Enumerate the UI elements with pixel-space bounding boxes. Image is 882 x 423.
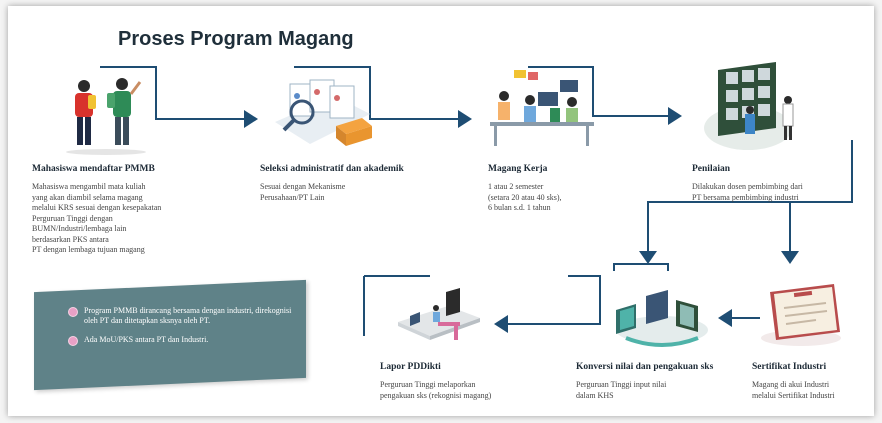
conversion-illustration (616, 290, 708, 347)
step-desc-lapor: Perguruan Tinggi melaporkan pengakuan sk… (380, 380, 555, 401)
documents-search-illustration (275, 79, 372, 146)
desc-line: Perusahaan/PT Lain (260, 192, 325, 202)
step-title-lapor: Lapor PDDikti (380, 362, 441, 372)
arrow-head-left-sertifikat (718, 309, 732, 327)
desc-line: BUMN/Industri/lembaga lain (32, 224, 127, 233)
flow-connectors (100, 66, 853, 336)
desc-line: yang akan diambil selama magang (32, 192, 143, 202)
desc-line: melalui Sertifikat Industri (752, 390, 835, 400)
connector-step4 (647, 140, 853, 251)
step-title-sertifikat: Sertifikat Industri (752, 362, 827, 372)
arrow-head-left-lapor (494, 315, 508, 333)
step-title-mendaftar: Mahasiswa mendaftar PMMB (32, 164, 155, 174)
step-desc-seleksi: Sesuai dengan Mekanisme Perusahaan/PT La… (260, 182, 435, 203)
step-title-magang-kerja: Magang Kerja (488, 164, 548, 174)
students-illustration (66, 78, 146, 155)
desc-line: Perguruan Tinggi dengan (32, 213, 113, 223)
note-text: Program PMMB dirancang bersama dengan in… (84, 306, 292, 325)
step-title-penilaian: Penilaian (692, 164, 731, 174)
note-item: Program PMMB dirancang bersama dengan in… (68, 306, 298, 326)
assessment-illustration (704, 62, 794, 150)
desc-line: (setara 20 atau 40 sks), (488, 192, 562, 202)
bullet-icon (68, 307, 78, 317)
desc-line: Magang di akui Industri (752, 380, 830, 389)
desc-line: Perguruan Tinggi melaporkan (380, 380, 476, 389)
step-desc-penilaian: Dilakukan dosen pembimbing dari PT bersa… (692, 182, 867, 203)
connector-konversi (508, 275, 601, 325)
diagram-frame: Proses Program Magang (8, 6, 874, 416)
note-item: Ada MoU/PKS antara PT dan Industri. (68, 335, 298, 346)
arrow-head-2 (458, 110, 472, 128)
reporting-illustration (398, 288, 480, 340)
arrow-head-3 (668, 107, 682, 125)
connector-step2 (294, 66, 458, 120)
arrow-head-down-right (781, 251, 799, 264)
desc-line: PT bersama pembimbing industri (692, 192, 799, 202)
desc-line: melalui KRS sesuai dengan kesepakatan (32, 203, 162, 212)
step-title-konversi: Konversi nilai dan pengakuan sks (576, 362, 714, 372)
desc-line: Perguruan Tinggi input nilai (576, 380, 667, 389)
page-title: Proses Program Magang (118, 28, 354, 50)
connector-step1 (100, 66, 244, 120)
certificate-illustration (761, 284, 841, 346)
step-desc-sertifikat: Magang di akui Industri melalui Sertifik… (752, 380, 868, 401)
desc-line: PT dengan lembaga tujuan magang (32, 245, 145, 254)
desc-line: pengakuan sks (rekognisi magang) (380, 390, 492, 400)
connector-step3 (528, 66, 668, 117)
desc-line: Sesuai dengan Mekanisme (260, 182, 346, 191)
note-list: Program PMMB dirancang bersama dengan in… (68, 306, 298, 354)
step-desc-mendaftar: Mahasiswa mengambil mata kuliah yang aka… (32, 182, 207, 256)
step-title-seleksi: Seleksi administratif dan akademik (260, 164, 404, 174)
desc-line: Dilakukan dosen pembimbing dari (692, 182, 803, 191)
desc-line: Mahasiswa mengambil mata kuliah (32, 182, 146, 191)
bullet-icon (68, 336, 78, 346)
desc-line: 6 bulan s.d. 1 tahun (488, 203, 551, 212)
desc-line: 1 atau 2 semester (488, 182, 544, 191)
desc-line: dalam KHS (576, 390, 614, 400)
step-desc-magang-kerja: 1 atau 2 semester (setara 20 atau 40 sks… (488, 182, 663, 214)
note-text: Ada MoU/PKS antara PT dan Industri. (84, 335, 209, 344)
office-work-illustration (490, 70, 594, 146)
arrow-head-1 (244, 110, 258, 128)
desc-line: berdasarkan PKS antara (32, 234, 109, 244)
step-desc-konversi: Perguruan Tinggi input nilai dalam KHS (576, 380, 751, 401)
connector-konversi-bracket (613, 263, 669, 271)
arrow-head-down-left (639, 251, 657, 264)
